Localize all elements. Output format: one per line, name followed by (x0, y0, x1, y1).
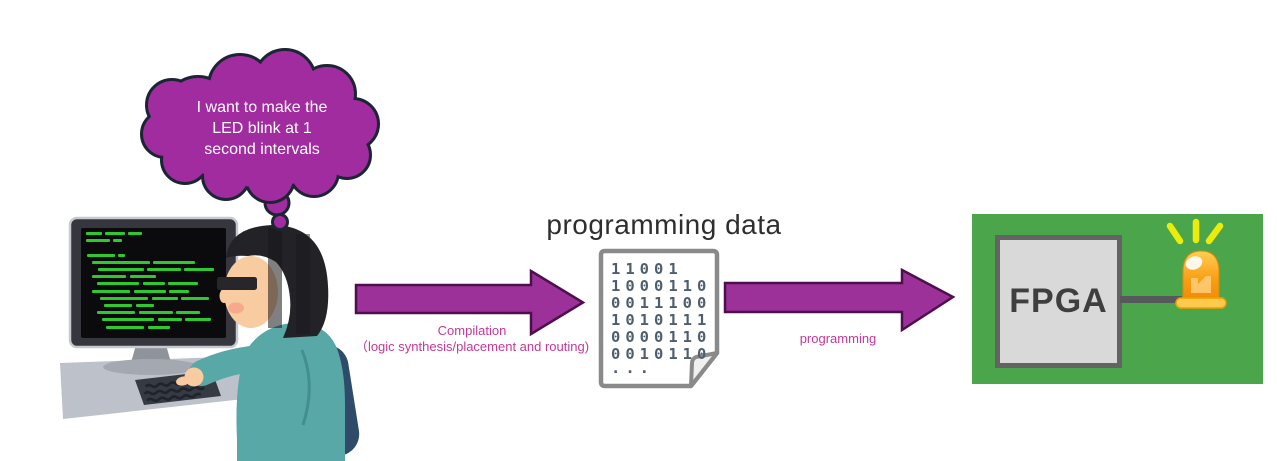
compilation-label: Compilation （logic synthesis/placement a… (352, 323, 592, 354)
programming-arrow-icon (723, 267, 956, 333)
compilation-arrow-icon (354, 268, 586, 337)
hair-shade (296, 234, 310, 334)
binary-line: 0010110 (611, 345, 711, 363)
document-folded-corner (689, 351, 719, 388)
binary-line: ... (611, 359, 654, 377)
hair-shade (268, 228, 282, 328)
compilation-label-line2: （logic synthesis/placement and routing) (354, 338, 590, 354)
thought-bubble: I want to make the LED blink at 1 second… (140, 48, 380, 231)
glasses-icon (217, 277, 257, 290)
programming-data-title: programming data (546, 209, 782, 240)
led-icon (1166, 218, 1227, 309)
document-paper (598, 248, 720, 389)
finger (176, 376, 190, 386)
programming-label: programming (799, 331, 877, 346)
binary-line: 1010111 (611, 311, 711, 329)
thought-line-3: second intervals (204, 141, 320, 158)
binary-line: 11001 (611, 260, 683, 278)
binary-line: 0000110 (611, 328, 711, 346)
compilation-label-line1: Compilation (437, 323, 507, 338)
programmer-illustration (60, 216, 360, 461)
led-internals (1191, 276, 1211, 293)
sweater-torso (236, 322, 345, 461)
led-highlight (1185, 256, 1203, 270)
thought-line-2: LED blink at 1 (212, 120, 312, 137)
screen-code-lines (86, 232, 214, 329)
cheek-blush (228, 302, 244, 314)
binary-document-icon: 11001 1000110 0011100 1010111 0000110 00… (598, 248, 720, 389)
led-blink-rays (1166, 218, 1224, 245)
fpga-chip: FPGA (995, 235, 1122, 368)
thought-line-1: I want to make the (197, 99, 328, 116)
fpga-chip-label: FPGA (1009, 282, 1108, 320)
binary-line: 0011100 (611, 294, 711, 312)
fpga-board: FPGA (972, 214, 1263, 384)
arm (189, 345, 275, 386)
nose (219, 289, 229, 303)
hair (226, 225, 329, 338)
binary-line: 1000110 (611, 277, 711, 295)
led-base (1175, 297, 1227, 309)
sweater-crease (300, 349, 311, 426)
monitor-stand-base (103, 359, 199, 375)
wire (1120, 296, 1182, 303)
